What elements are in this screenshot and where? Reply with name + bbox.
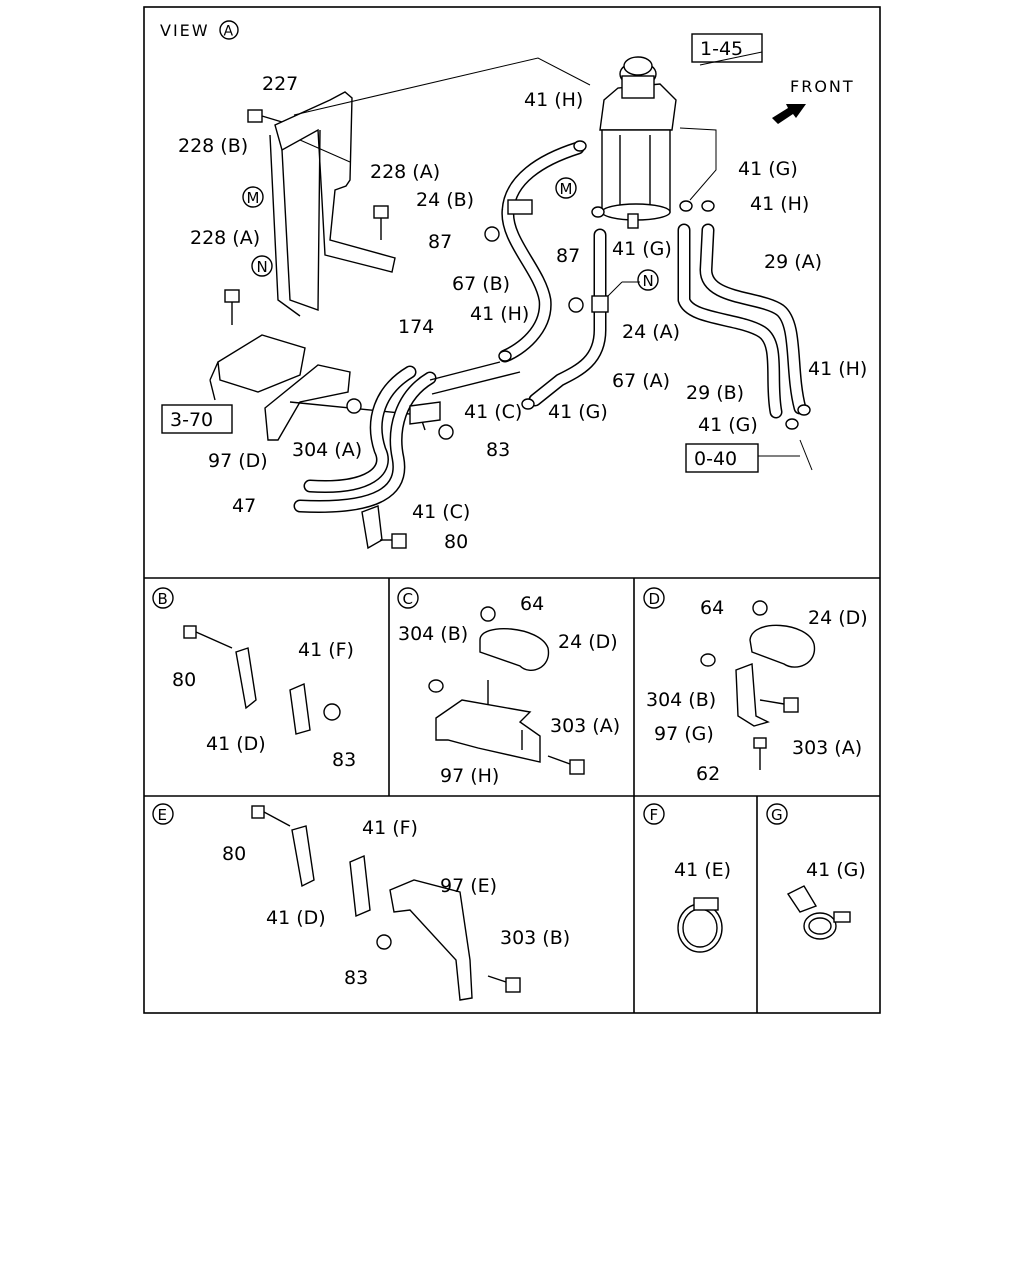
callout-41g-2: 41 (G) — [612, 238, 672, 260]
callout-41h-4: 41 (H) — [808, 358, 867, 380]
front-label: FRONT — [790, 77, 855, 96]
callout-67a: 67 (A) — [612, 370, 670, 392]
callout-80: 80 — [444, 531, 468, 553]
leader-lines-main — [293, 51, 813, 471]
callout-41c-1: 41 (C) — [464, 401, 522, 423]
callout-67b: 67 (B) — [452, 273, 510, 295]
hose-67b — [498, 141, 585, 363]
callout-228b: 228 (B) — [178, 135, 248, 157]
hose-29a — [699, 223, 807, 415]
callout-labels-l83: 83 — [344, 967, 368, 989]
main-callouts: 227 228 (B) 228 (A) 228 (A) 41 (H) 41 (G… — [178, 73, 867, 553]
panel-c: C 64 304 (B) 24 (D) 303 (A) 97 (H) — [397, 587, 620, 787]
callout-174: 174 — [398, 316, 434, 338]
callout-labels-l303a: 303 (A) — [792, 737, 862, 759]
callout-227: 227 — [262, 73, 298, 95]
panel-e: E 80 41 (F) 97 (E) 41 (D) 303 (B) 83 — [152, 803, 570, 1001]
ref-box-1-45: 1-45 — [691, 33, 763, 63]
panel-f: F 41 (E) — [643, 803, 731, 953]
fuel-filter-icon — [599, 56, 677, 229]
callout-41c-2: 41 (C) — [412, 501, 470, 523]
bracket-3-70 — [209, 334, 306, 401]
callout-29a: 29 (A) — [764, 251, 822, 273]
hose-29b — [677, 223, 783, 419]
panel-f-marker: F — [650, 806, 659, 824]
panel-b-marker: B — [158, 590, 168, 608]
callout-labels-l24d: 24 (D) — [808, 607, 868, 629]
callout-circle-markers-n1: N — [257, 258, 268, 276]
callout-41h-1: 41 (H) — [524, 89, 583, 111]
ref-3-70: 3-70 — [170, 409, 213, 431]
view-title: VIEW — [160, 21, 210, 40]
callout-41h-3: 41 (H) — [470, 303, 529, 325]
callout-47: 47 — [232, 495, 256, 517]
callout-labels-l97h: 97 (H) — [440, 765, 499, 787]
callout-228a-2: 228 (A) — [190, 227, 260, 249]
panel-g-marker: G — [771, 806, 783, 824]
callout-29b: 29 (B) — [686, 382, 744, 404]
circle-marker-m2: M — [555, 177, 577, 199]
circle-marker-m1: M — [242, 186, 264, 208]
bracket-227 — [269, 91, 396, 317]
callout-24a: 24 (A) — [622, 321, 680, 343]
callout-labels-l41f: 41 (F) — [362, 817, 418, 839]
callout-87-1: 87 — [428, 231, 452, 253]
callout-labels-l64: 64 — [700, 597, 724, 619]
bolt-icon — [224, 109, 407, 549]
callout-228a-1: 228 (A) — [370, 161, 440, 183]
callout-labels-l303a: 303 (A) — [550, 715, 620, 737]
panel-g: G 41 (G) — [766, 803, 866, 940]
panel-d: D 64 24 (D) 304 (B) 97 (G) 303 (A) 62 — [643, 587, 868, 785]
diagram-frames — [143, 6, 881, 1014]
ref-box-0-40: 0-40 — [685, 443, 759, 473]
callout-circle-markers-m1: M — [247, 189, 260, 207]
callout-83: 83 — [486, 439, 510, 461]
callout-labels-l62: 62 — [696, 763, 720, 785]
callout-87-2: 87 — [556, 245, 580, 267]
callout-labels-l41d: 41 (D) — [206, 733, 266, 755]
nut-icon — [346, 226, 584, 440]
callout-97d: 97 (D) — [208, 450, 268, 472]
callout-labels-l41f: 41 (F) — [298, 639, 354, 661]
callout-41g-1: 41 (G) — [738, 158, 798, 180]
callout-labels-l304b: 304 (B) — [646, 689, 716, 711]
callout-41g-3: 41 (G) — [548, 401, 608, 423]
callout-labels-l41g: 41 (G) — [806, 859, 866, 881]
panel-c-marker: C — [403, 590, 413, 608]
callout-labels-l24d: 24 (D) — [558, 631, 618, 653]
panel-e-marker: E — [158, 806, 167, 824]
callout-41h-2: 41 (H) — [750, 193, 809, 215]
callout-labels-l64: 64 — [520, 593, 544, 615]
callout-labels-l41d: 41 (D) — [266, 907, 326, 929]
ref-0-40: 0-40 — [694, 448, 737, 470]
callout-labels-l41e: 41 (E) — [674, 859, 731, 881]
hose-clamp-icon — [361, 140, 811, 550]
callout-labels-l83: 83 — [332, 749, 356, 771]
callout-41g-4: 41 (G) — [698, 414, 758, 436]
callout-labels-l303b: 303 (B) — [500, 927, 570, 949]
circle-marker-n2: N — [637, 269, 659, 291]
callout-circle-markers-n2: N — [643, 272, 654, 290]
panel-d-marker: D — [649, 590, 661, 608]
hose-67a — [528, 228, 607, 407]
callout-labels-l97e: 97 (E) — [440, 875, 497, 897]
callout-labels-l80: 80 — [222, 843, 246, 865]
pipe-47 — [429, 361, 521, 395]
view-marker: A — [219, 20, 239, 40]
callout-labels-l97g: 97 (G) — [654, 723, 714, 745]
callout-labels-l304b: 304 (B) — [398, 623, 468, 645]
hose-174 — [293, 365, 437, 514]
callout-labels-l80: 80 — [172, 669, 196, 691]
panel-b: B 80 41 (F) 41 (D) 83 — [152, 587, 356, 771]
callout-24b: 24 (B) — [416, 189, 474, 211]
callout-304a: 304 (A) — [292, 439, 362, 461]
front-arrow-icon — [772, 104, 806, 124]
ref-1-45: 1-45 — [700, 38, 743, 60]
ref-box-3-70: 3-70 — [161, 404, 233, 434]
circle-marker-n1: N — [251, 255, 273, 277]
view-marker-letter: A — [224, 24, 234, 40]
callout-circle-markers-m2: M — [560, 180, 573, 198]
